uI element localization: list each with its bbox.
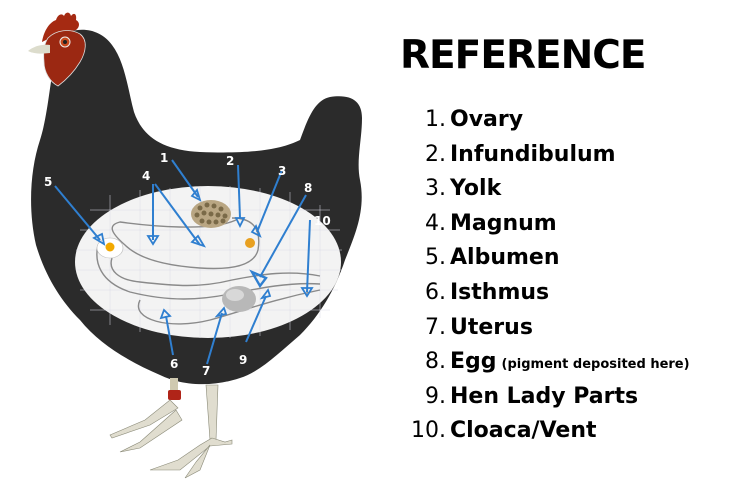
item-number: 9. [425,383,446,409]
reference-item-hen-lady-parts: 9.Hen Lady Parts [400,381,690,416]
item-label: Albumen [450,245,560,271]
callout-9: 9 [239,353,247,367]
item-label: Isthmus [450,279,550,305]
reference-item-isthmus: 6.Isthmus [400,277,690,312]
callout-7: 7 [202,364,210,378]
hen-beak [28,44,50,54]
item-label: Egg [450,349,497,375]
callout-numbers: 1 2 3 4 5 6 7 8 9 10 [44,151,331,378]
item-note: (pigment deposited here) [501,357,690,373]
reference-item-ovary: 1.Ovary [400,104,690,139]
albumen-yolk [105,242,115,252]
hen-comb [42,12,79,42]
item-number: 10. [411,418,446,444]
reference-item-albumen: 5.Albumen [400,242,690,277]
callout-1: 1 [160,151,168,165]
callout-8: 8 [304,181,312,195]
reference-list: 1.Ovary 2.Infundibulum 3.Yolk 4.Magnum 5… [400,104,690,450]
item-number: 3. [425,176,446,202]
item-number: 7. [425,314,446,340]
reference-item-cloaca-vent: 10.Cloaca/Vent [400,415,690,450]
reference-item-yolk: 3.Yolk [400,173,690,208]
arrowheads [92,188,314,320]
callout-2: 2 [226,154,234,168]
callout-6: 6 [170,357,178,371]
reference-item-uterus: 7.Uterus [400,312,690,347]
oviduct [96,217,321,325]
callout-3: 3 [278,164,286,178]
hen-pupil [63,40,67,44]
item-label: Magnum [450,210,557,236]
reference-item-infundibulum: 2.Infundibulum [400,139,690,174]
item-number: 8. [425,349,446,375]
hen-anatomy-diagram: 1 2 3 4 5 6 7 8 9 10 [28,12,363,479]
item-label: Uterus [450,314,533,340]
item-label: Infundibulum [450,141,616,167]
reference-title: REFERENCE [400,33,647,78]
item-label: Yolk [450,176,502,202]
item-label: Hen Lady Parts [450,383,639,409]
item-number: 4. [425,210,446,236]
item-number: 5. [425,245,446,271]
hen-face [43,30,86,87]
item-label: Cloaca/Vent [450,418,597,444]
callout-4: 4 [142,169,150,183]
leg-band [168,390,181,400]
ovary-cluster [191,200,231,228]
hen-legs [109,378,233,479]
item-number: 1. [425,107,446,132]
item-number: 2. [425,141,446,167]
item-label: Ovary [450,107,524,132]
reference-item-egg: 8.Egg(pigment deposited here) [400,346,690,381]
item-number: 6. [425,279,446,305]
callout-10: 10 [314,214,331,228]
callout-arrows [54,159,311,365]
yolk [245,238,255,248]
callout-5: 5 [44,175,52,189]
reference-item-magnum: 4.Magnum [400,208,690,243]
